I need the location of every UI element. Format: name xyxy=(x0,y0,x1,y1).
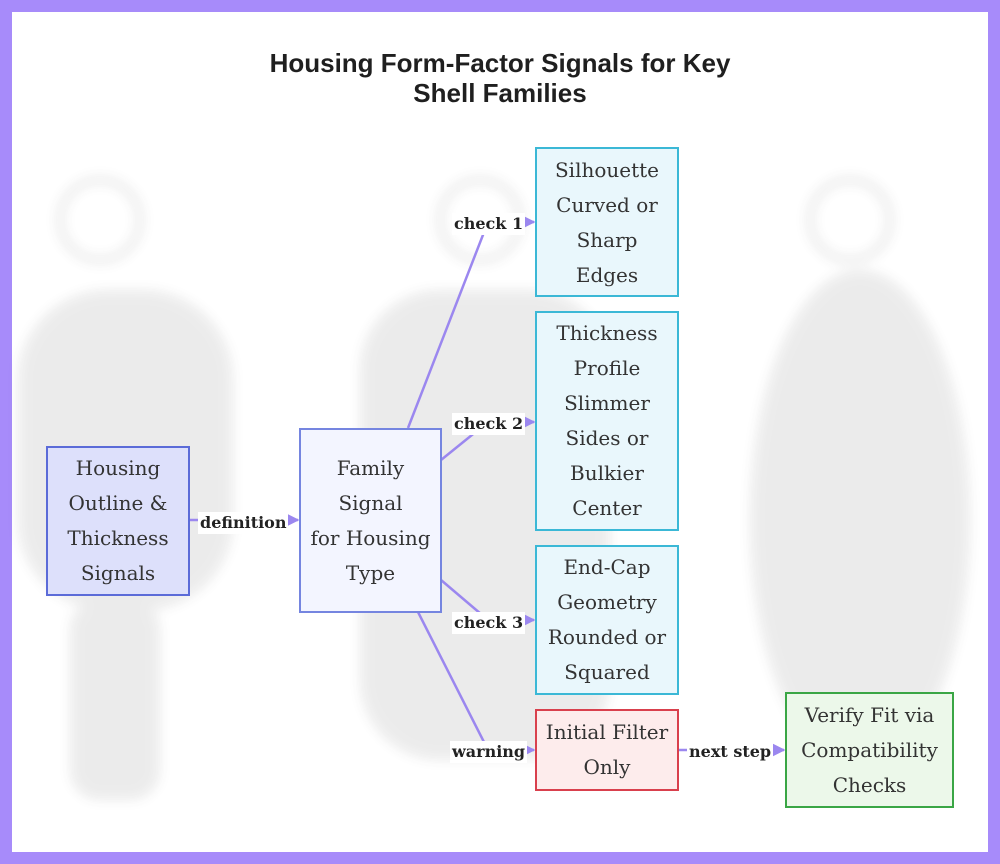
edge-label-check-1: check 1 xyxy=(452,213,526,235)
node-silhouette-line-3: Sharp Edges xyxy=(575,228,639,287)
diagram-title: Housing Form-Factor Signals for Key Shel… xyxy=(0,48,1000,108)
node-initial-filter: Initial Filter Only xyxy=(535,709,679,791)
node-silhouette-line-1: Silhouette xyxy=(554,158,660,182)
node-family-signal-line-2: Signal xyxy=(338,490,403,515)
node-verify-fit: Verify Fit via Compatibility Checks xyxy=(785,692,954,808)
node-thickness-line-2: Profile xyxy=(573,356,641,380)
edge-label-warning: warning xyxy=(450,741,528,763)
node-verify-fit-line-1: Verify Fit via xyxy=(804,702,935,727)
node-verify-fit-line-2: Compatibility xyxy=(801,737,938,762)
edge-check-1 xyxy=(406,214,536,429)
node-thickness-profile: Thickness Profile Slimmer Sides or Bulki… xyxy=(535,311,679,531)
edge-label-check-2: check 2 xyxy=(452,413,526,435)
node-housing-outline-line-2: Outline & xyxy=(68,491,168,515)
edge-label-next-step: next step xyxy=(687,741,774,763)
node-family-signal-line-3: for Housing xyxy=(310,525,431,550)
node-housing-outline-line-3: Thickness xyxy=(67,526,169,550)
edge-label-check-3: check 3 xyxy=(452,612,526,634)
node-end-cap-line-4: Squared xyxy=(564,660,650,684)
node-silhouette: Silhouette Curved or Sharp Edges xyxy=(535,147,679,297)
title-line-2: Shell Families xyxy=(413,78,587,108)
node-family-signal-line-4: Type xyxy=(345,560,396,585)
node-silhouette-line-2: Curved or xyxy=(556,193,658,217)
node-thickness-line-5: Bulkier xyxy=(570,461,644,485)
node-thickness-line-6: Center xyxy=(572,496,642,520)
node-end-cap-line-2: Geometry xyxy=(557,590,657,614)
node-housing-outline: Housing Outline & Thickness Signals xyxy=(46,446,190,596)
title-line-1: Housing Form-Factor Signals for Key xyxy=(269,48,731,78)
node-verify-fit-line-3: Checks xyxy=(832,772,907,797)
edge-label-definition: definition xyxy=(198,512,289,534)
node-initial-filter-line-2: Only xyxy=(583,755,631,779)
node-end-cap-line-1: End-Cap xyxy=(563,555,651,579)
node-thickness-line-1: Thickness xyxy=(556,321,658,345)
node-end-cap-line-3: Rounded or xyxy=(547,625,667,649)
node-family-signal: Family Signal for Housing Type xyxy=(299,428,442,613)
node-family-signal-line-1: Family xyxy=(336,455,405,480)
node-housing-outline-line-4: Signals xyxy=(80,561,156,585)
node-thickness-line-4: Sides or xyxy=(565,426,649,450)
node-initial-filter-line-1: Initial Filter xyxy=(545,720,669,744)
node-housing-outline-line-1: Housing xyxy=(75,456,161,480)
node-end-cap: End-Cap Geometry Rounded or Squared xyxy=(535,545,679,695)
node-thickness-line-3: Slimmer xyxy=(564,391,650,415)
